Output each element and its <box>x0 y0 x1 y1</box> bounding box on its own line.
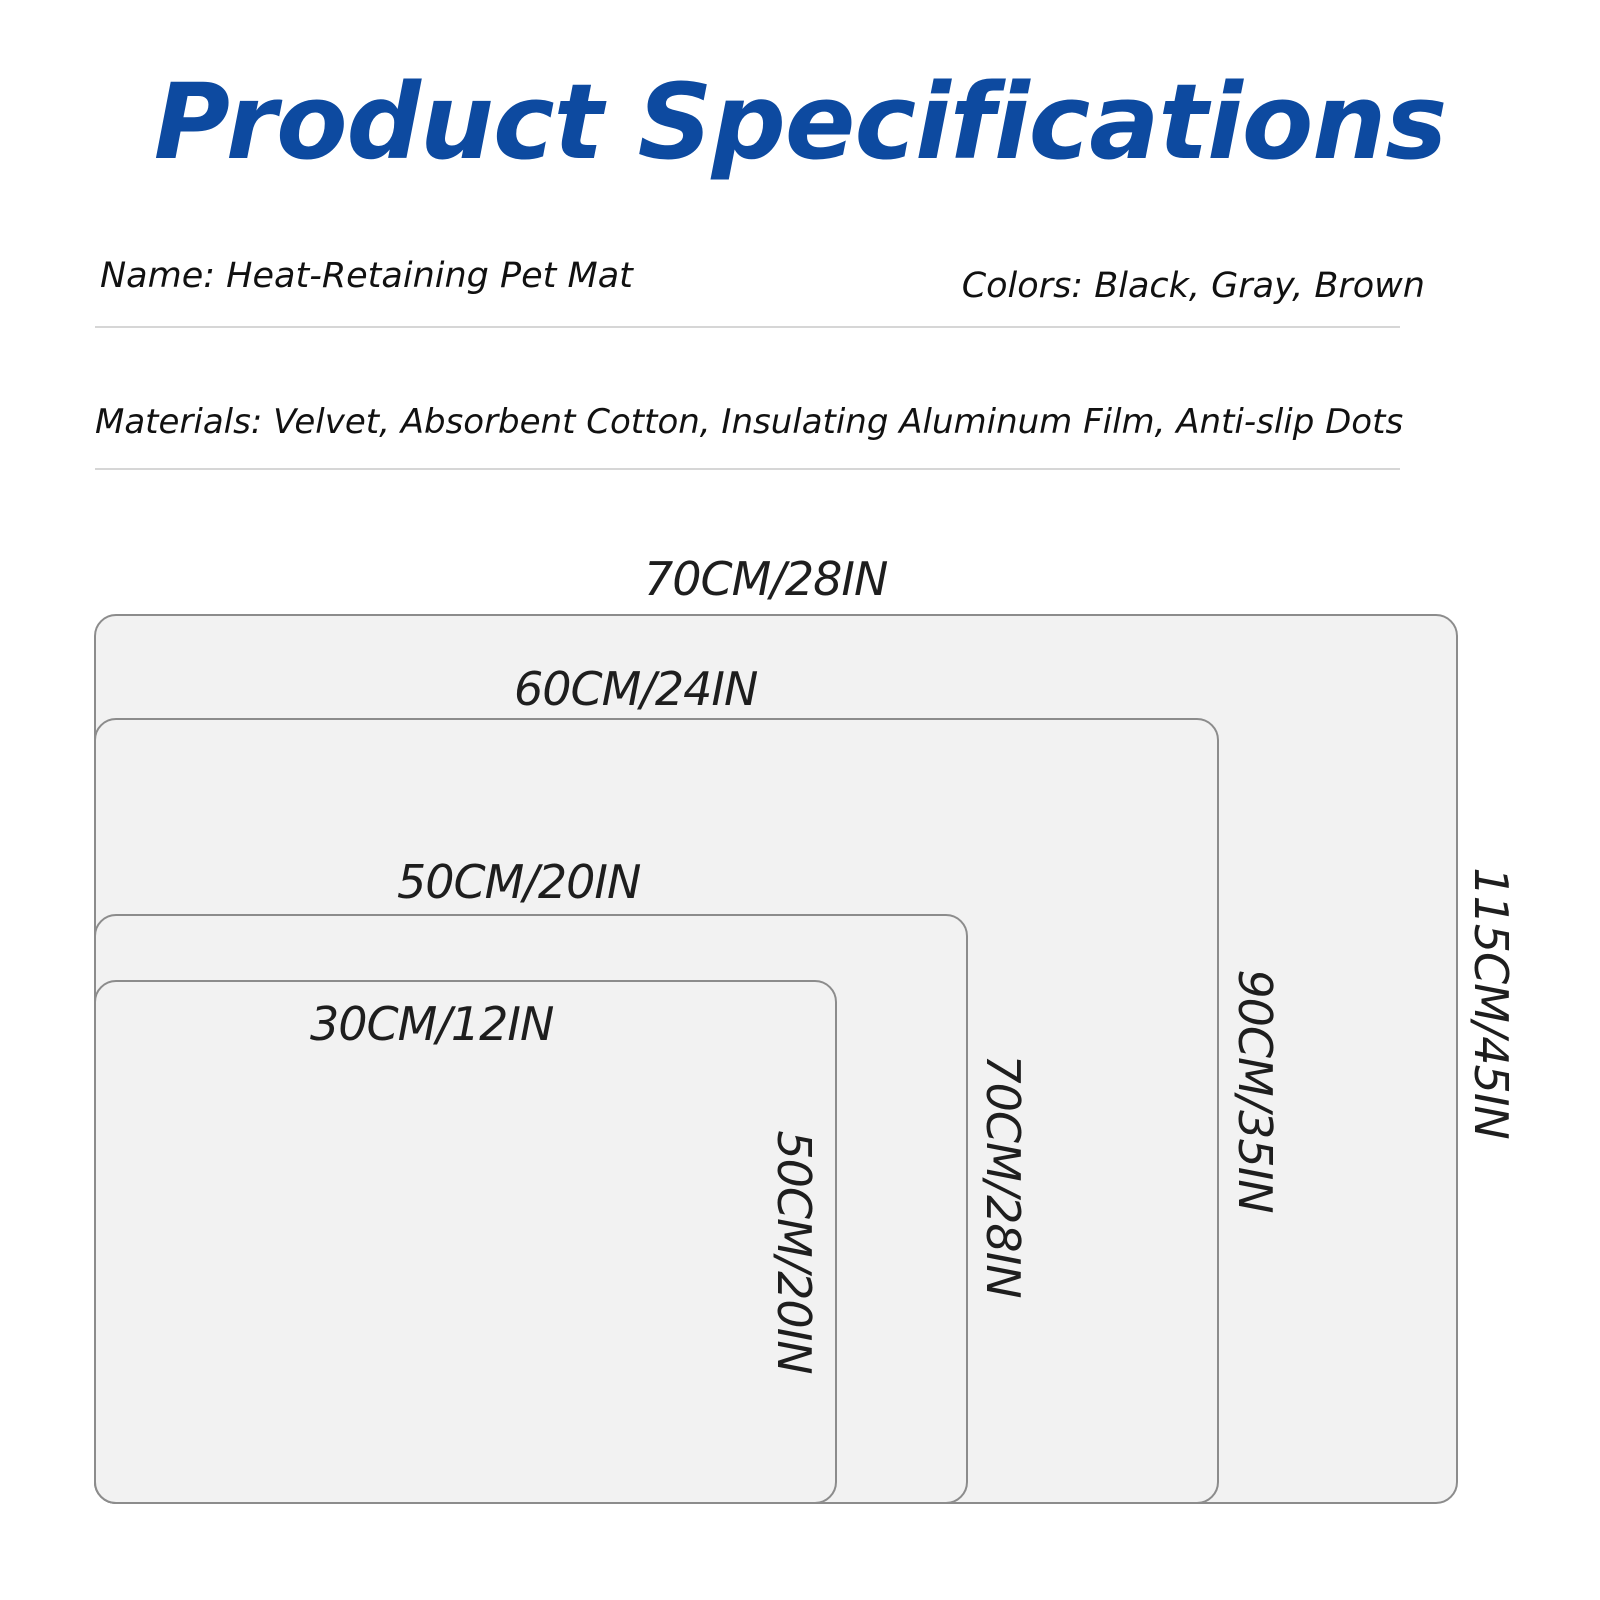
spec-colors: Colors: Black, Gray, Brown <box>961 266 1425 306</box>
divider <box>95 326 1400 328</box>
mat-length-label: 50CM/20IN <box>767 1130 821 1374</box>
mat-length-label: 90CM/35IN <box>1228 969 1282 1213</box>
mat-length-label: 70CM/28IN <box>976 1054 1030 1298</box>
mat-length-label: 115CM/45IN <box>1464 867 1518 1139</box>
divider <box>95 468 1400 470</box>
mat-width-label: 70CM/28IN <box>644 552 888 606</box>
page-title: Product Specifications <box>153 61 1447 183</box>
mat-width-label: 30CM/12IN <box>310 997 554 1051</box>
mat-size-s <box>94 980 837 1504</box>
spec-materials: Materials: Velvet, Absorbent Cotton, Ins… <box>95 402 1404 442</box>
mat-width-label: 60CM/24IN <box>514 662 758 716</box>
spec-name: Name: Heat-Retaining Pet Mat <box>100 256 633 296</box>
mat-width-label: 50CM/20IN <box>397 855 641 909</box>
